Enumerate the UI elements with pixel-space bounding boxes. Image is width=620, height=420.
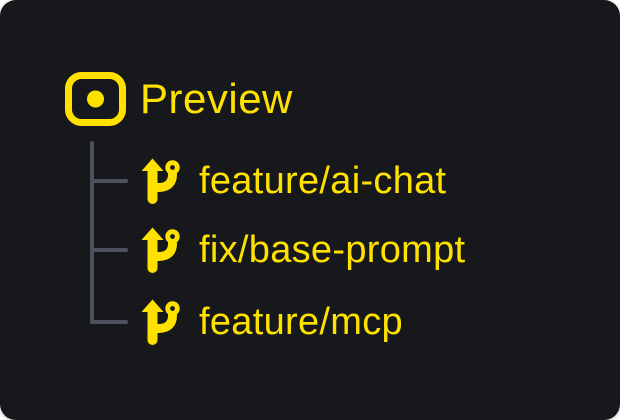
tree-vertical-line — [90, 141, 94, 324]
branch-row: feature/ai-chat — [139, 157, 446, 205]
git-branch-icon — [141, 227, 180, 273]
branch-name: feature/mcp — [199, 301, 403, 343]
branch-row: feature/mcp — [139, 298, 403, 346]
tree-connector-line — [90, 320, 128, 324]
tree-connector-line — [90, 179, 128, 183]
tree-connector-line — [90, 248, 128, 252]
branch-name: feature/ai-chat — [199, 160, 447, 202]
branch-name: fix/base-prompt — [199, 229, 466, 271]
preview-dot-square-icon — [65, 72, 126, 126]
git-branch-icon — [141, 158, 180, 204]
preview-label: Preview — [140, 75, 293, 122]
preview-root-node: Preview — [65, 72, 293, 126]
git-branch-icon — [141, 299, 180, 345]
branch-row: fix/base-prompt — [139, 226, 465, 274]
